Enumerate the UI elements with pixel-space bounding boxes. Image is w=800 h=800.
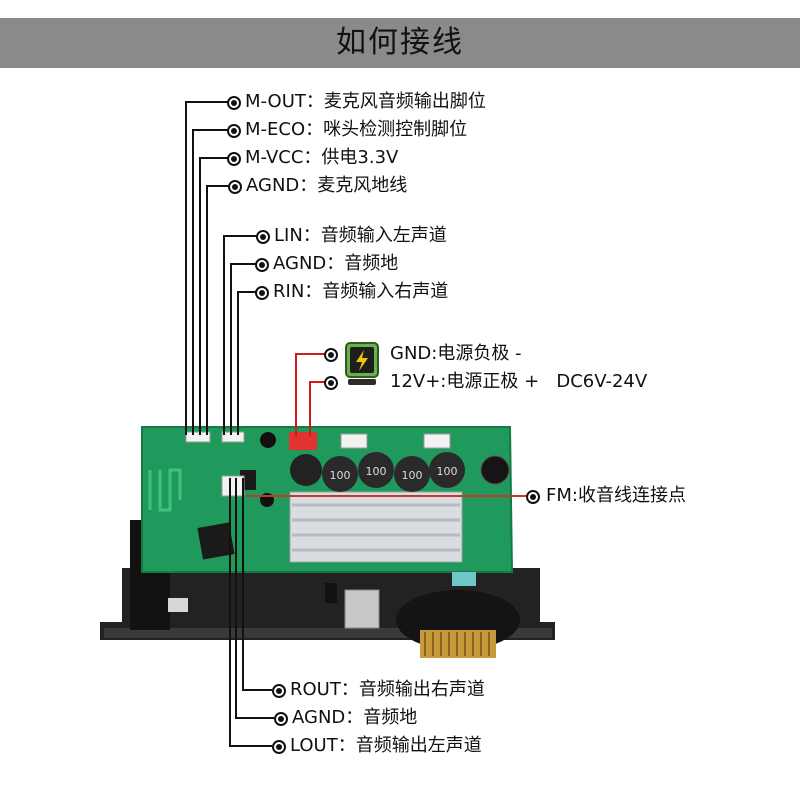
label-agnd-mic: AGND：麦克风地线: [246, 175, 408, 196]
pin-vplus: [324, 376, 338, 390]
pin-lin: [256, 230, 270, 244]
label-mvcc: M-VCC：供电3.3V: [245, 147, 399, 168]
pin-gnd: [324, 348, 338, 362]
pin-agnd-mic: [228, 180, 242, 194]
inductor-mark: 100: [402, 469, 423, 482]
power-wires: [295, 353, 326, 437]
label-gnd: GND:电源负极 -: [390, 343, 522, 364]
inductor-mark: 100: [366, 465, 387, 478]
label-fm: FM:收音线连接点: [546, 485, 686, 506]
label-rout: ROUT：音频输出右声道: [290, 679, 485, 700]
mic-wires: [185, 101, 230, 435]
pin-rout: [272, 684, 286, 698]
pin-mout: [227, 96, 241, 110]
pin-rin: [255, 286, 269, 300]
label-lin: LIN：音频输入左声道: [274, 225, 447, 246]
pcb-board: 100 100 100 100: [141, 426, 520, 658]
label-vplus: 12V+:电源正极 + DC6V-24V: [390, 371, 648, 392]
inductor-mark: 100: [437, 465, 458, 478]
label-agnd-in: AGND：音频地: [273, 253, 399, 274]
audio-input-wires: [223, 235, 258, 435]
pin-meco: [227, 124, 241, 138]
pin-mvcc: [227, 152, 241, 166]
inductor-mark: 100: [330, 469, 351, 482]
label-meco: M-ECO：咪头检测控制脚位: [245, 119, 468, 140]
label-lout: LOUT：音频输出左声道: [290, 735, 482, 756]
pin-lout: [272, 740, 286, 754]
pin-fm: [526, 490, 540, 504]
power-icon: [345, 342, 379, 385]
title-banner: 如何接线: [0, 18, 800, 68]
page-title: 如何接线: [336, 25, 464, 60]
pin-agnd-out: [274, 712, 288, 726]
pin-agnd-in: [255, 258, 269, 272]
label-agnd-out: AGND：音频地: [292, 707, 418, 728]
audio-output-wires: [229, 478, 274, 747]
label-rin: RIN：音频输入右声道: [273, 281, 449, 302]
label-mout: M-OUT：麦克风音频输出脚位: [245, 91, 486, 112]
